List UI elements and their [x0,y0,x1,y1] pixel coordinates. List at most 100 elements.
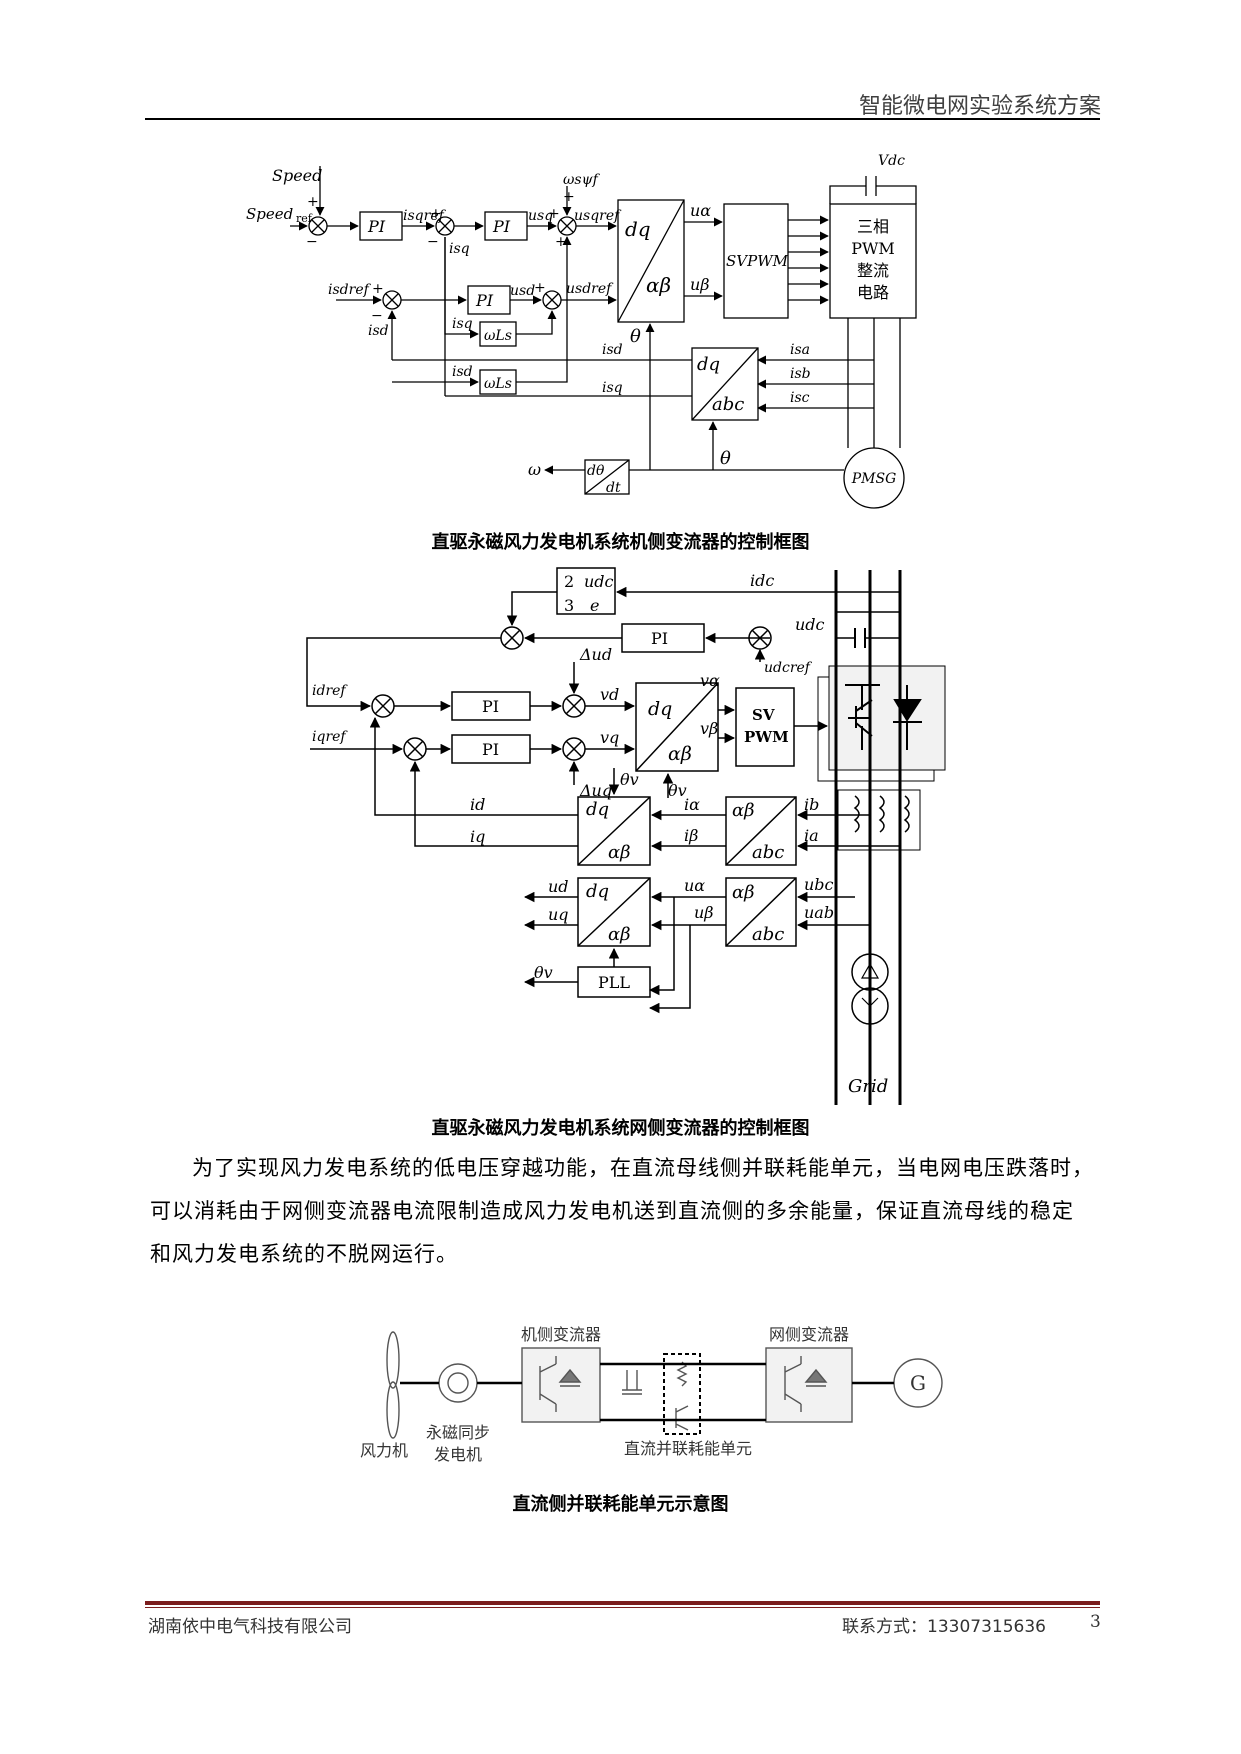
svg-text:−: − [371,308,383,324]
label-dq: dq [625,217,651,241]
label-isq-fb: isq [602,380,623,396]
label-id: id [470,795,485,814]
label-ab-u2: αβ [732,882,755,903]
label-ia: ia [804,826,819,845]
label-delta-ud: Δud [579,645,612,664]
label-alphabeta: αβ [646,273,671,297]
label-grid-converter: 网侧变流器 [769,1325,849,1344]
inductor-icon [853,795,910,833]
figure3-caption: 直流侧并联耗能单元示意图 [512,1494,729,1515]
label-v-beta: vβ [700,719,718,738]
label-isd-fb: isd [602,342,623,358]
figure-grid-side-diagram: 2 3 udc e idc PI udc udcref idref iqref … [306,567,946,1105]
label-wls2: ωLs [484,376,512,392]
label-usd: usd [510,283,535,299]
label-pi-d: PI [482,697,499,716]
label-u-beta-grid: uβ [694,903,714,922]
label-pi-dc: PI [651,629,668,648]
label-rectifier-line2: PWM [851,239,895,258]
label-generator-line1: 永磁同步 [426,1423,490,1442]
label-pi1: PI [367,217,386,236]
label-udcref: udcref [764,660,813,676]
label-dq-u: dq [586,881,609,902]
label-vd: vd [600,685,619,704]
label-ab-i: αβ [608,842,631,863]
label-ab-i2: αβ [732,800,755,821]
label-turbine: 风力机 [360,1441,408,1460]
label-dc-unit: 直流并联耗能单元 [624,1439,752,1458]
label-pi3: PI [475,291,494,310]
svg-text:−: − [427,234,439,250]
footer-divider-thin [145,1607,1100,1608]
label-uq: uq [548,905,569,924]
svg-text:+: + [534,280,546,296]
figure2-caption: 直驱永磁风力发电机系统网侧变流器的控制框图 [431,1118,810,1139]
label-isq: isq [449,241,470,257]
label-omega-psi: ωsψf [563,172,601,188]
label-ddt-num: dθ [587,463,605,479]
label-generator-line2: 发电机 [434,1445,482,1464]
svg-text:+: + [430,206,442,222]
label-iq: iq [470,827,485,846]
footer-company: 湖南依中电气科技有限公司 [148,1617,352,1637]
svg-text:+: + [555,234,567,250]
body-paragraph: 为了实现风力发电系统的低电压穿越功能，在直流母线侧并联耗能单元，当电网电压跌落时… [150,1156,1094,1266]
label-theta-v3: θv [534,963,553,982]
label-theta-v: θv [668,781,687,800]
label-frac-e: e [590,596,599,615]
label-udc: udc [795,615,825,634]
label-u-beta: uβ [690,275,710,294]
label-dq2: dq [697,354,720,375]
footer-contact: 联系方式：13307315636 [842,1617,1046,1637]
label-u-alpha: uα [690,201,711,220]
label-isb: isb [790,366,811,382]
label-idref: idref [312,683,348,699]
figure-machine-side-diagram: Speed Speed ref + − PI PI PI isqref + − … [246,153,917,509]
svg-text:+: + [548,206,560,222]
label-pi2: PI [492,217,511,236]
label-frac-udc: udc [584,572,614,591]
label-omega: ω [528,460,541,479]
label-isc: isc [790,390,810,406]
label-sv: SV [752,706,775,724]
figure-dc-unit-diagram: 机侧变流器 网侧变流器 风力机 永磁同步 发电机 直流并联耗能单元 G [360,1325,943,1464]
label-uab: uab [804,903,834,922]
svg-text:−: − [306,234,318,250]
label-theta-v2: θv [620,770,639,789]
label-g: G [910,1371,926,1395]
svg-text:abc: abc [752,842,784,863]
label-i-alpha: iα [684,795,700,814]
label-u-alpha-grid: uα [684,876,705,895]
label-machine-converter: 机侧变流器 [521,1325,601,1344]
label-frac-den: 3 [564,596,574,615]
label-pmsg: PMSG [851,471,897,487]
label-ud: ud [548,877,569,896]
svg-text:+: + [307,194,319,210]
label-ubc: ubc [804,875,834,894]
svg-text:abc: abc [752,924,784,945]
label-speed-ref: Speed [246,205,293,223]
label-isq-coupling: isq [452,316,473,332]
svg-text:+: + [563,189,575,205]
label-svpwm: SVPWM [726,252,789,270]
label-pwm: PWM [744,728,789,746]
label-usqref: usqref [574,208,622,224]
label-grid: Grid [848,1076,888,1097]
footer-divider [145,1601,1100,1605]
label-rectifier-line3: 整流 [857,261,889,280]
svg-text:+: + [372,281,384,297]
label-dq-i: dq [586,799,609,820]
label-speed: Speed [272,166,322,185]
igbt-icon [845,684,922,750]
transformer-icon [860,962,880,1016]
label-v-alpha: vα [700,671,720,690]
label-pi-q: PI [482,740,499,759]
label-isa: isa [790,342,810,358]
label-usq: usq [528,208,553,224]
label-i-beta: iβ [684,826,698,845]
label-ab-u: αβ [608,924,631,945]
label-abc: abc [712,394,744,415]
label-alphabeta-grid: αβ [668,743,692,765]
label-wls1: ωLs [484,328,512,344]
label-isdref: isdref [328,282,372,298]
